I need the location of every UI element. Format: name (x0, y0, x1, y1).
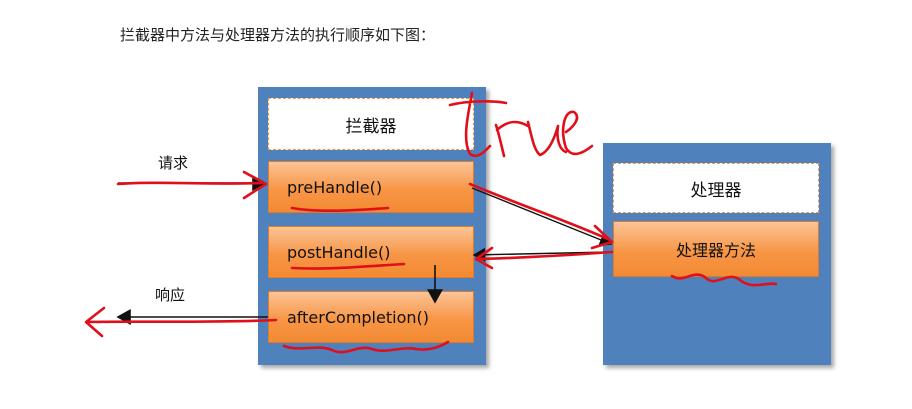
request-label: 请求 (158, 154, 189, 172)
red-to-handler-stroke (468, 182, 614, 250)
prehandle-method: preHandle() (268, 161, 474, 213)
interceptor-header: 拦截器 (268, 98, 474, 150)
handler-header: 处理器 (613, 163, 819, 213)
handler-method: 处理器方法 (613, 221, 819, 277)
red-request-stroke (116, 170, 268, 200)
to-handler-arrow (471, 187, 613, 247)
red-handwritten-note (448, 91, 594, 158)
red-handler-scribble (670, 273, 778, 287)
red-from-handler-stroke (474, 246, 614, 270)
red-response-stroke (84, 306, 278, 338)
red-posthandle-underline (290, 262, 406, 270)
diagram-caption: 拦截器中方法与处理器方法的执行顺序如下图： (120, 26, 436, 44)
response-label: 响应 (155, 286, 186, 304)
red-prehandle-underline (290, 206, 390, 213)
red-aftercompletion-scribble (282, 340, 450, 354)
